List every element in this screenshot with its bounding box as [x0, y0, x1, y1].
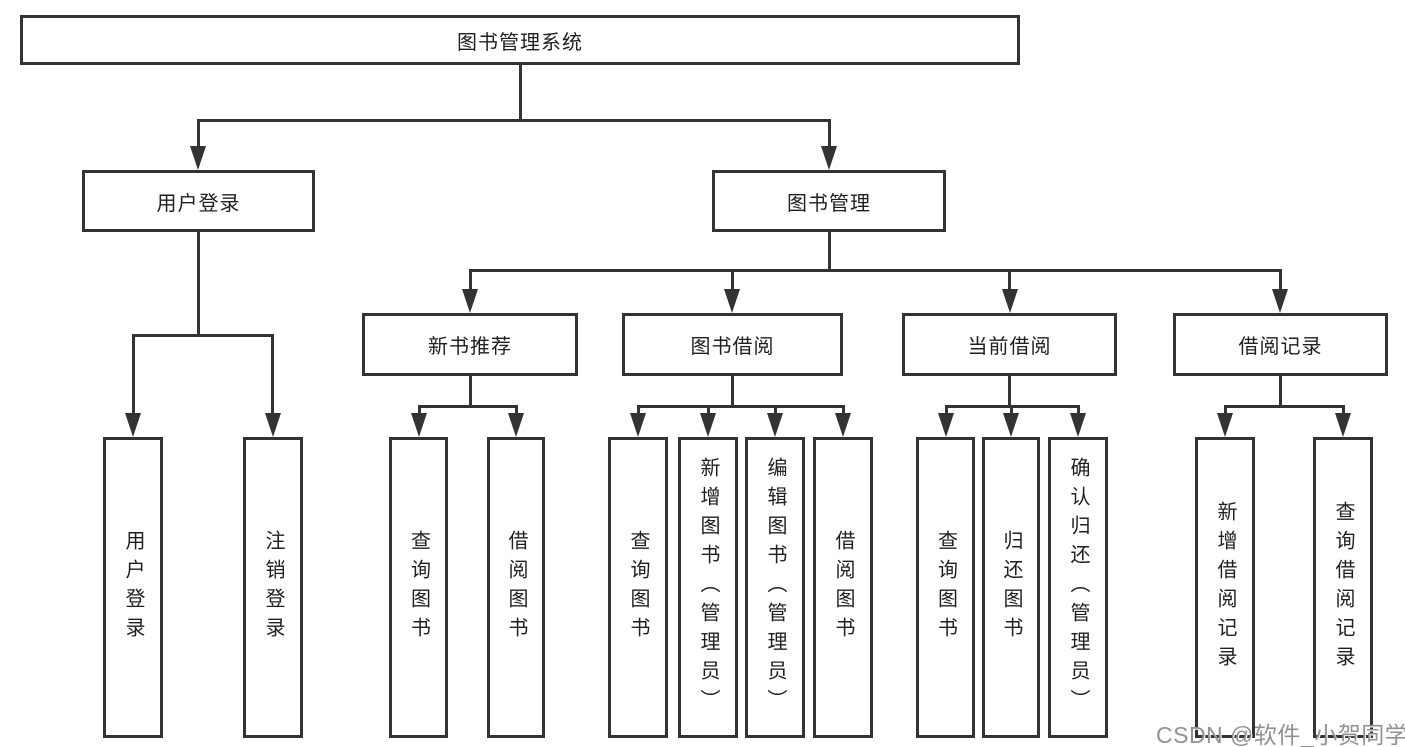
connector-line [731, 376, 734, 408]
arrow-down-icon [462, 289, 478, 313]
csdn-watermark: CSDN @软件_小贺同学 [1156, 722, 1405, 747]
leaf-borrow-books: 借阅图书 [813, 437, 873, 738]
connector-line [842, 405, 845, 417]
connector-line [515, 405, 518, 417]
arrow-down-icon [411, 413, 427, 437]
node-label: 新增图书（管理员） [697, 457, 719, 718]
arrow-down-icon [1272, 289, 1288, 313]
arrow-down-icon [630, 413, 646, 437]
arrow-down-icon [1217, 413, 1233, 437]
connector-line [1224, 405, 1344, 408]
arrow-down-icon [1335, 413, 1351, 437]
connector-line [637, 405, 845, 408]
arrow-down-icon [938, 413, 954, 437]
arrow-down-icon [724, 289, 740, 313]
arrow-down-icon [1070, 413, 1086, 437]
node-label: 图书借阅 [690, 336, 775, 358]
node-label: 查询图书 [407, 529, 430, 646]
connector-line [271, 334, 274, 416]
leaf-search-books-current: 查询图书 [916, 437, 975, 738]
connector-line [1279, 269, 1282, 292]
node-book-management: 图书管理 [712, 170, 946, 232]
node-label: 新书推荐 [428, 336, 512, 358]
arrow-down-icon [190, 146, 206, 170]
connector-line [469, 269, 1281, 272]
arrow-down-icon [125, 413, 141, 437]
leaf-search-borrow-record: 查询借阅记录 [1313, 437, 1373, 738]
arrow-down-icon [835, 413, 851, 437]
node-label: 归还图书 [1000, 529, 1022, 646]
node-label: 图书管理 [787, 192, 871, 215]
connector-line [774, 405, 777, 417]
node-label: 借阅图书 [832, 529, 854, 646]
connector-line [945, 405, 948, 417]
arrow-down-icon [767, 413, 783, 437]
connector-line [1010, 405, 1013, 417]
node-current-borrow: 当前借阅 [902, 313, 1117, 376]
connector-line [519, 65, 522, 122]
node-label: 编辑图书（管理员） [764, 457, 786, 718]
leaf-search-books-borrow: 查询图书 [608, 437, 668, 738]
connector-line [1008, 269, 1011, 292]
arrow-down-icon [700, 413, 716, 437]
node-label: 用户登录 [156, 192, 241, 215]
leaf-return-books: 归还图书 [982, 437, 1040, 738]
arrow-down-icon [821, 146, 837, 170]
connector-line [828, 232, 831, 272]
node-new-book-recommend: 新书推荐 [362, 313, 578, 376]
connector-line [1008, 376, 1011, 408]
leaf-edit-books-admin: 编辑图书（管理员） [745, 437, 805, 738]
connector-line [197, 119, 831, 122]
connector-line [637, 405, 640, 417]
connector-line [132, 334, 274, 337]
leaf-borrow-books-recommend: 借阅图书 [487, 437, 545, 738]
node-label: 借阅图书 [505, 529, 527, 646]
connector-line [197, 119, 200, 149]
leaf-confirm-return-admin: 确认归还（管理员） [1048, 437, 1108, 738]
node-borrow-records: 借阅记录 [1173, 313, 1388, 376]
connector-line [1077, 405, 1080, 417]
connector-line [828, 119, 831, 149]
node-label: 图书管理系统 [457, 31, 583, 54]
node-label: 确认归还（管理员） [1067, 457, 1089, 718]
connector-line [418, 405, 421, 417]
node-label: 查询借阅记录 [1332, 500, 1354, 675]
connector-line [1342, 405, 1345, 417]
node-label: 查询图书 [627, 529, 649, 646]
connector-line [1224, 405, 1227, 417]
connector-line [731, 269, 734, 292]
leaf-add-borrow-record: 新增借阅记录 [1195, 437, 1255, 738]
arrow-down-icon [508, 413, 524, 437]
node-label: 查询图书 [934, 529, 957, 646]
node-label: 新增借阅记录 [1214, 500, 1236, 675]
leaf-logout: 注销登录 [243, 437, 303, 738]
leaf-search-books-recommend: 查询图书 [389, 437, 448, 738]
arrow-down-icon [1002, 289, 1018, 313]
arrow-down-icon [1003, 413, 1019, 437]
node-user-login: 用户登录 [82, 170, 315, 232]
node-label: 借阅记录 [1238, 336, 1323, 358]
connector-line [707, 405, 710, 417]
connector-line [1279, 376, 1282, 408]
leaf-user-login: 用户登录 [103, 437, 163, 738]
node-book-borrow: 图书借阅 [622, 313, 843, 376]
node-label: 用户登录 [122, 529, 144, 646]
connector-line [197, 232, 200, 337]
node-label: 注销登录 [262, 529, 284, 646]
arrow-down-icon [265, 413, 281, 437]
connector-line [418, 405, 518, 408]
node-label: 当前借阅 [967, 336, 1052, 358]
leaf-add-books-admin: 新增图书（管理员） [678, 437, 738, 738]
connector-line [132, 334, 135, 416]
connector-line [469, 269, 472, 292]
connector-line [469, 376, 472, 408]
node-root-library-system: 图书管理系统 [20, 15, 1020, 65]
